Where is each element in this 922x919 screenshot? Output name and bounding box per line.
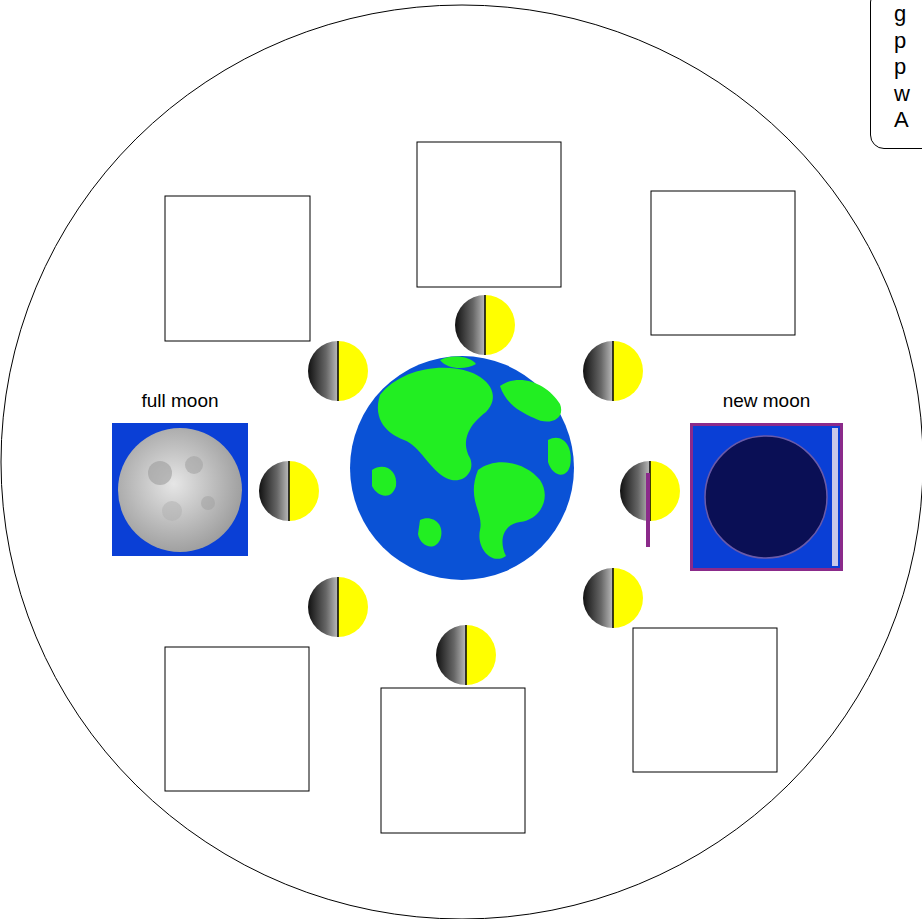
phase-label: new moon: [690, 389, 843, 423]
note-box: g p p w A: [870, 0, 922, 149]
phase-label: full moon: [112, 389, 248, 423]
new-moon-picture: [690, 423, 843, 571]
moon-phase-box: full moon: [112, 389, 248, 556]
note-text: g p p w A: [894, 1, 918, 134]
marker-line: [646, 473, 650, 547]
full-moon-picture: [112, 423, 248, 556]
moon-phase-box: new moon: [690, 389, 843, 571]
orbit-circle: [1, 5, 922, 919]
earth: [350, 356, 574, 580]
